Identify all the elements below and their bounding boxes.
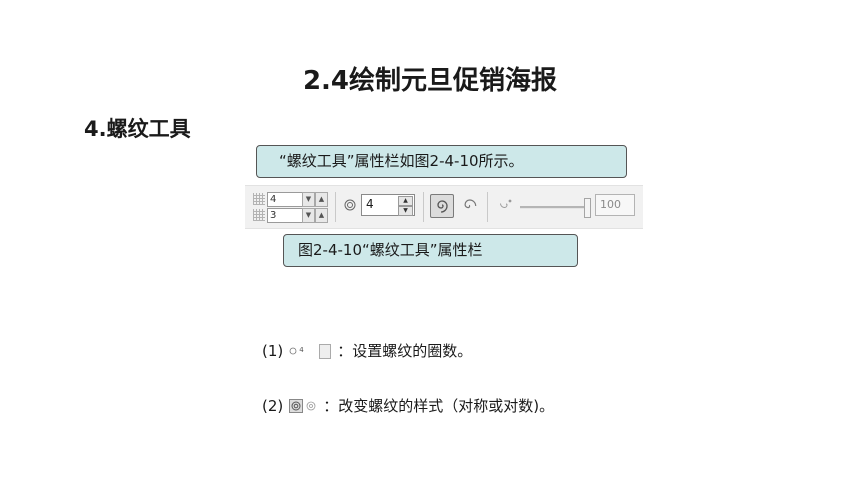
revolutions-stepper[interactable]: ▲ ▼ — [398, 196, 413, 216]
spin-up-button[interactable]: ▲ — [315, 208, 328, 223]
item-text: ：改变螺纹的样式（对称或对数)。 — [323, 397, 555, 415]
revolutions-down-button[interactable]: ▼ — [398, 206, 413, 216]
expansion-input[interactable]: 100 — [595, 194, 635, 216]
toolbar-divider — [335, 192, 336, 222]
spin-down-button[interactable]: ▼ — [302, 192, 315, 207]
mini-spiral-style-control — [289, 398, 319, 414]
toolbar-divider — [423, 192, 424, 222]
callout-description: “螺纹工具”属性栏如图2-4-10所示。 — [256, 145, 627, 178]
toolbar-divider — [487, 192, 488, 222]
figure-caption: 图2-4-10“螺纹工具”属性栏 — [283, 234, 578, 267]
revolutions-up-button[interactable]: ▲ — [398, 196, 413, 206]
grid-icon — [253, 209, 265, 221]
mini-revolutions-control: 4 — [289, 343, 333, 359]
revolutions-value: 4 — [366, 197, 374, 211]
objects-horizontal-field[interactable]: 4 — [267, 192, 303, 207]
logarithmic-spiral-icon[interactable] — [460, 197, 478, 215]
list-item: (1) 4 ：设置螺纹的圈数。 — [262, 340, 472, 361]
item-number: (1) — [262, 341, 284, 360]
page-title: 2.4绘制元旦促销海报 — [302, 66, 558, 96]
symmetric-spiral-icon — [437, 200, 448, 213]
spiral-revolutions-icon — [344, 199, 356, 211]
mini-revolutions-value: 4 — [299, 345, 304, 354]
symmetric-spiral-icon — [289, 398, 304, 413]
revolutions-input[interactable]: 4 ▲ ▼ — [361, 194, 415, 216]
expansion-slider-track[interactable] — [520, 206, 584, 209]
spin-down-button[interactable]: ▼ — [302, 208, 315, 223]
spiral-tool-property-bar: 4 ▼ ▲ 3 ▼ ▲ 4 ▲ ▼ 100 — [245, 185, 643, 229]
objects-vertical-field[interactable]: 3 — [267, 208, 303, 223]
expansion-icon — [500, 199, 512, 209]
item-number: (2) — [262, 396, 284, 415]
spin-up-button[interactable]: ▲ — [315, 192, 328, 207]
symmetric-spiral-button[interactable] — [430, 194, 454, 218]
spiral-revolutions-icon — [289, 347, 297, 354]
item-text: ：设置螺纹的圈数。 — [337, 342, 473, 360]
mini-stepper — [319, 343, 332, 359]
grid-icon — [253, 193, 265, 205]
logarithmic-spiral-icon — [306, 401, 316, 410]
expansion-slider-thumb[interactable] — [584, 198, 591, 218]
section-heading: 4.螺纹工具 — [84, 117, 191, 141]
list-item: (2) ：改变螺纹的样式（对称或对数)。 — [262, 395, 554, 416]
